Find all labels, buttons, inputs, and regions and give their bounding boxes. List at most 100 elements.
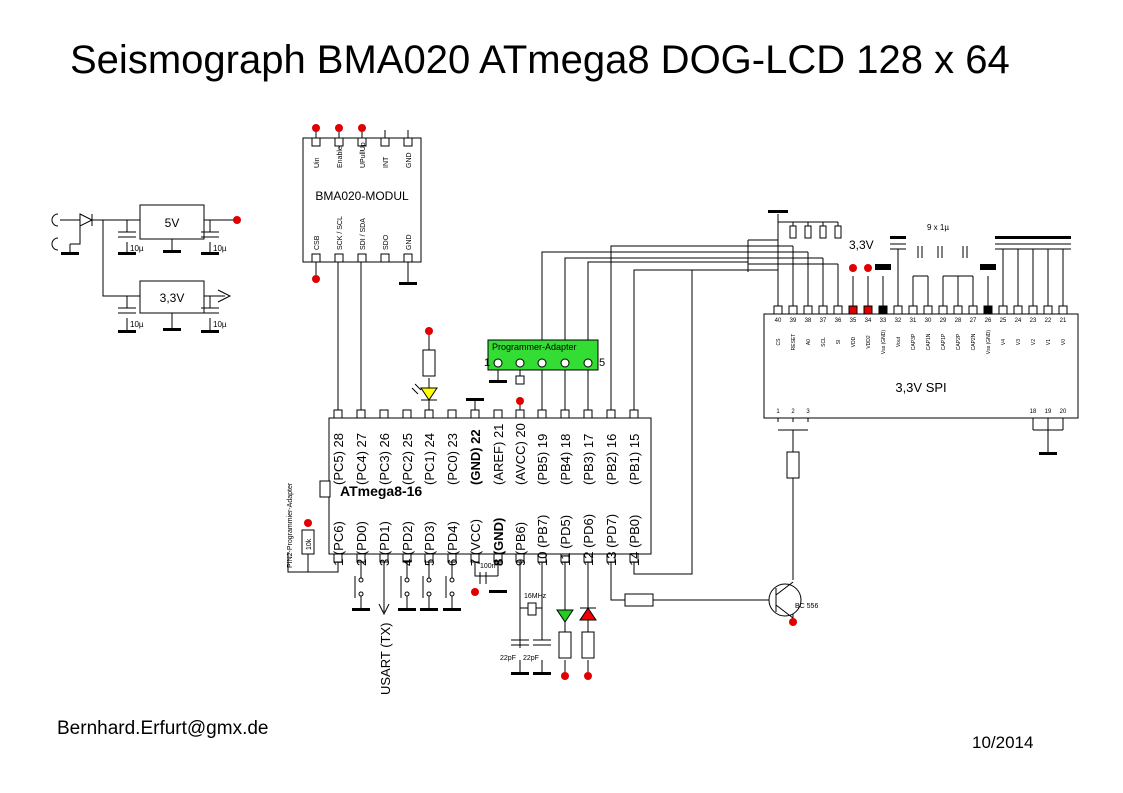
- lcd-module: [763, 313, 1079, 419]
- bma-bottom-pin-label: SDO: [383, 234, 390, 250]
- avcc-supply-node: [516, 397, 524, 405]
- ground-symbol: [980, 264, 996, 270]
- mcu-top-pin-label: (AVCC) 20: [513, 423, 528, 485]
- ground-symbol: [201, 252, 219, 255]
- mcu-top-pin-label: (PC4) 27: [354, 433, 369, 485]
- lcd-pin-number: 33: [880, 318, 887, 324]
- switch-contact: [358, 577, 364, 583]
- bma-pin-pad: [334, 253, 344, 263]
- bma-top-pin-label: UPullUp: [360, 142, 367, 168]
- bma-top-pin-label: Enable: [337, 146, 344, 168]
- programmer-pin: [493, 358, 503, 368]
- mcu-top-pin-label: (AREF) 21: [491, 424, 506, 485]
- usart-label: USART (TX): [378, 623, 393, 695]
- bma-supply-node: [335, 124, 343, 132]
- lcd-pin-name: V3: [1016, 339, 1022, 345]
- author-email: Bernhard.Erfurt@gmx.de: [57, 718, 269, 739]
- mcu-bottom-pin-label: 9 (PB6): [513, 522, 528, 566]
- ground-symbol: [420, 608, 438, 611]
- lcd-pin-pad: [1028, 305, 1038, 315]
- lcd-label: 3,3V SPI: [895, 380, 946, 395]
- decoupling-cap-label: 100n: [480, 563, 496, 570]
- lcd-pin-name: Vss (GND): [881, 330, 887, 355]
- pullup-resistor: [819, 225, 827, 239]
- ground-symbol: [489, 380, 507, 383]
- mcu-top-pin-pad: [560, 409, 570, 419]
- programmer-pin: [515, 358, 525, 368]
- switch-contact: [426, 577, 432, 583]
- lcd-pin-pad: [818, 305, 828, 315]
- bma-pin-pad: [311, 137, 321, 147]
- lcd-pin-name: CAP1P: [941, 333, 947, 350]
- lcd-pin-number: 28: [955, 318, 962, 324]
- mcu-bottom-pin-label: 10 (PB7): [535, 515, 550, 566]
- lcd-vdd2-node: [864, 264, 872, 272]
- bma-bottom-pin-label: SCK / SCL: [337, 216, 344, 250]
- mcu-bottom-pin-label: 13 (PD7): [604, 514, 619, 566]
- mcu-top-pin-pad: [493, 409, 503, 419]
- bma-pin-pad: [403, 253, 413, 263]
- bma-pin-pad: [357, 253, 367, 263]
- bma-csb-node: [312, 275, 320, 283]
- crystal: [527, 602, 537, 616]
- ground-symbol: [118, 330, 136, 333]
- regulator-3v3: [139, 280, 205, 314]
- lcd-pin-name: SCL: [821, 337, 827, 347]
- bma-pin-pad: [403, 137, 413, 147]
- mcu-top-pin-label: (PB4) 18: [558, 434, 573, 485]
- lcd-pin-name: V2: [1031, 339, 1037, 345]
- pullup-resistor: [789, 225, 797, 239]
- lcd-pin-pad: [1043, 305, 1053, 315]
- lcd-pin-name: Vout: [896, 336, 902, 347]
- mcu-top-pin-pad: [515, 409, 525, 419]
- lcd-pin-name: VDD2: [866, 335, 872, 349]
- bma-pin-pad: [357, 137, 367, 147]
- mcu-bottom-pin-pad: [470, 553, 480, 563]
- lcd-supply-label: 3,3V: [849, 238, 874, 252]
- lcd-pin-number: 37: [820, 318, 827, 324]
- mcu-bottom-pin-pad: [560, 553, 570, 563]
- led-ray: [411, 387, 419, 395]
- mcu-top-pin-pad: [447, 409, 457, 419]
- lcd-pin-number: 40: [775, 318, 782, 324]
- ground-symbol: [1010, 236, 1026, 239]
- lcd-bottom-pin-number: 20: [1060, 409, 1067, 415]
- mcu-bottom-pin-pad: [333, 553, 343, 563]
- lcd-pin-number: 36: [835, 318, 842, 324]
- ground-symbol: [489, 590, 507, 593]
- bma-top-pin-label: Uin: [314, 157, 321, 168]
- lcd-pin-pad: [803, 305, 813, 315]
- programmer-pin: [560, 358, 570, 368]
- lcd-pin-pad: [1058, 305, 1068, 315]
- ground-symbol: [875, 264, 891, 270]
- bma-supply-node: [358, 124, 366, 132]
- bma-pin-pad: [380, 253, 390, 263]
- ground-symbol: [1025, 236, 1041, 239]
- mcu-bottom-pin-label: 2 (PD0): [354, 521, 369, 566]
- mcu-top-pin-pad: [333, 409, 343, 419]
- lcd-pin-number: 26: [985, 318, 992, 324]
- red-led-icon: [579, 607, 597, 621]
- lcd-pin-name: V1: [1046, 339, 1052, 345]
- lcd-bottom-pin-number: 2: [791, 409, 795, 415]
- lcd-pin-name: CS: [776, 338, 782, 346]
- led-resistor: [581, 631, 595, 659]
- lcd-pin-pad: [773, 305, 783, 315]
- reset-supply-node: [304, 519, 312, 527]
- mcu-top-pin-label: (PC2) 25: [400, 433, 415, 485]
- switch-contact: [404, 577, 410, 583]
- mcu-bottom-pin-label: 1 (PC6): [331, 521, 346, 566]
- lcd-pin-number: 21: [1060, 318, 1067, 324]
- lcd-pin-pad: [923, 305, 933, 315]
- transistor-collector: [775, 581, 794, 596]
- mcu-top-pin-pad: [379, 409, 389, 419]
- ground-symbol: [118, 252, 136, 255]
- led-resistor: [422, 349, 436, 377]
- lcd-pin-number: 35: [850, 318, 857, 324]
- base-resistor: [624, 593, 654, 607]
- mcu-bottom-pin-label: 11 (PD5): [558, 515, 573, 566]
- lcd-pin-pad: [788, 305, 798, 315]
- lcd-pin-name: CAP3P: [911, 333, 917, 350]
